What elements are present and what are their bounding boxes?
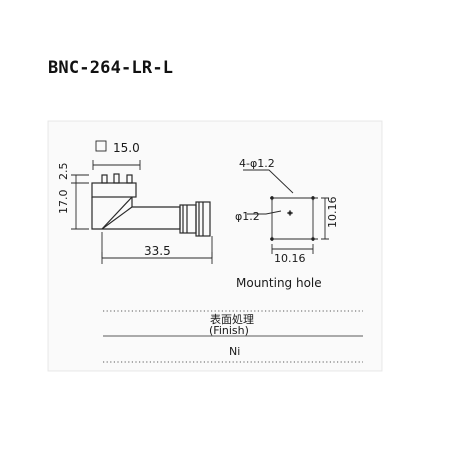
- mounting-hole-top-left: [270, 196, 274, 200]
- square-symbol-icon: [95, 140, 107, 152]
- mounting-hole-top-right: [311, 196, 315, 200]
- finish-table: [103, 310, 363, 363]
- connector-diagonal: [101, 196, 133, 230]
- dimension-extension-lines: [76, 174, 89, 230]
- connector-pin-right: [126, 174, 133, 184]
- mounting-hole-bottom-right: [311, 237, 315, 241]
- connector-pin-middle: [113, 173, 120, 184]
- length-label: 33.5: [144, 244, 171, 258]
- finish-header-english: (Finish): [209, 324, 249, 337]
- horizontal-pitch-label: 10.16: [274, 252, 306, 265]
- hole-pitch-guides: [270, 196, 318, 241]
- dimension-line-top-width: [92, 160, 141, 170]
- bnc-connector: [91, 173, 211, 237]
- finish-header-japanese: 表面処理: [210, 312, 254, 326]
- vertical-pitch-label: 10.16: [326, 197, 339, 229]
- mounting-holes: [270, 196, 315, 241]
- pin-height-label: 2.5: [57, 163, 70, 181]
- mounting-hole-bottom-left: [270, 237, 274, 241]
- connector-knurl-lines: [182, 202, 204, 236]
- dimension-line-horizontal-pitch: [271, 244, 314, 254]
- center-hole-diameter-label: φ1.2: [235, 210, 260, 223]
- dimension-line-vertical-pitch: [321, 197, 329, 240]
- drawing-frame: [47, 120, 383, 372]
- mounting-hole-caption: Mounting hole: [236, 276, 322, 290]
- leader-center-hole: [247, 210, 282, 215]
- dimension-lines: [71, 160, 213, 264]
- top-width-label: 15.0: [113, 141, 140, 155]
- finish-value: Ni: [229, 345, 240, 358]
- four-hole-diameter-label: 4-φ1.2: [239, 157, 275, 170]
- part-title: BNC-264-LR-L: [48, 58, 174, 78]
- dimension-length-extensions: [101, 232, 213, 258]
- body-height-label: 17.0: [57, 190, 70, 215]
- mounting-hole-center: [288, 211, 292, 215]
- leader-four-holes: [243, 169, 294, 194]
- connector-pin-left: [101, 174, 108, 184]
